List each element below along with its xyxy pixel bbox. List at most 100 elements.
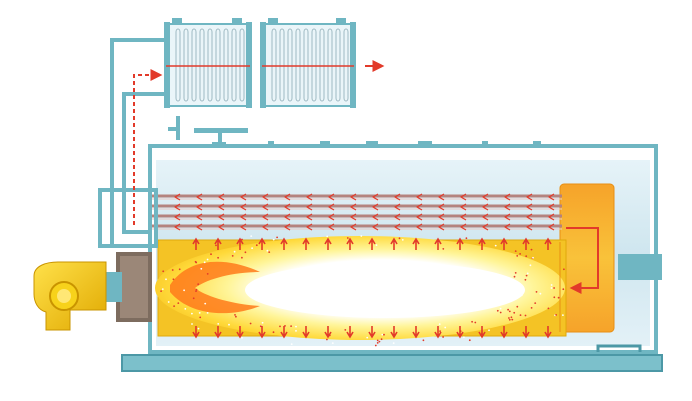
economizer-coil: [207, 28, 213, 102]
economizer-coil: [311, 28, 317, 102]
spark: [513, 275, 516, 278]
tube-flow-arrow: [283, 213, 291, 221]
economizer-lug: [232, 18, 242, 24]
spark: [442, 248, 445, 250]
spark: [496, 309, 499, 312]
spark: [508, 317, 510, 319]
tube-flow-arrow: [459, 213, 467, 221]
economizer-flange: [246, 22, 252, 108]
spark: [244, 251, 247, 254]
spark: [514, 250, 517, 253]
spark: [279, 325, 281, 328]
tube-flow-arrow: [349, 223, 357, 231]
tube-flow-arrow: [349, 203, 357, 211]
tube-flow-arrow: [173, 203, 181, 211]
spark: [562, 314, 564, 316]
spark: [508, 318, 511, 321]
spark: [217, 323, 220, 325]
tube-flow-arrow: [415, 223, 423, 231]
spark: [167, 301, 170, 303]
spark: [519, 253, 521, 255]
tube-flow-arrow: [261, 213, 269, 221]
tube-flow-arrow: [173, 193, 181, 201]
spark: [526, 272, 529, 275]
turning-chamber: [559, 183, 615, 333]
tube-flow-arrow: [195, 193, 203, 201]
spark: [494, 244, 497, 247]
tube-flow-arrow: [437, 213, 445, 221]
heat-arrow-up: [456, 237, 464, 250]
spark: [206, 312, 209, 314]
spark: [524, 278, 527, 281]
spark: [519, 314, 522, 316]
spark: [184, 308, 187, 310]
heat-arrow-down: [192, 326, 200, 339]
heat-arrow-down: [258, 326, 266, 339]
heat-arrow-up: [236, 237, 244, 250]
spark: [553, 287, 555, 289]
tube-flow-arrow: [525, 213, 533, 221]
spark: [195, 290, 197, 292]
tube-flow-arrow: [371, 223, 379, 231]
spark: [525, 255, 528, 258]
spark: [235, 315, 237, 318]
heat-arrow-down: [390, 326, 398, 339]
spark: [381, 333, 384, 336]
heat-arrow-up: [478, 237, 486, 250]
spark: [250, 235, 253, 238]
spark: [228, 323, 230, 326]
burner-icon: [33, 252, 152, 331]
economizer-flange: [260, 22, 266, 108]
tube-flow-arrow: [283, 223, 291, 231]
tube-flow-arrow: [261, 223, 269, 231]
spark: [439, 330, 441, 332]
economizer-flange: [164, 22, 170, 108]
spark: [510, 316, 513, 319]
economizer-coil: [199, 28, 205, 102]
heat-arrow-up: [302, 237, 310, 250]
spark: [204, 302, 207, 305]
spark: [203, 261, 206, 264]
spark: [471, 320, 473, 323]
tube-flow-arrow: [239, 203, 247, 211]
tube-flow-arrow: [327, 203, 335, 211]
spark: [562, 288, 565, 291]
spark: [177, 302, 180, 304]
heat-arrow-down: [324, 326, 332, 339]
heat-arrow-down: [236, 326, 244, 339]
economizer-coil: [223, 28, 229, 102]
heat-arrow-down: [280, 326, 288, 339]
spark: [516, 255, 519, 257]
tube-flow-arrow: [217, 223, 225, 231]
valve-icon: [168, 116, 248, 146]
spark: [555, 314, 557, 316]
spark: [241, 256, 243, 259]
heat-arrow-down: [368, 326, 376, 339]
spark: [366, 336, 369, 339]
spark: [206, 258, 209, 261]
tube-flow-arrow: [481, 193, 489, 201]
spark: [468, 339, 471, 342]
tube-flow-arrow: [525, 193, 533, 201]
spark: [162, 270, 165, 273]
tube-flow-arrow: [371, 193, 379, 201]
top-nozzles: [268, 141, 541, 147]
spark: [290, 325, 292, 327]
flue-duct: [110, 38, 168, 246]
heat-arrow-up: [324, 237, 332, 250]
tube-flow-arrow: [349, 193, 357, 201]
tube-flow-arrow: [481, 213, 489, 221]
spark: [474, 321, 477, 324]
spark: [532, 256, 534, 259]
economizer-coil: [287, 28, 293, 102]
spark: [553, 296, 556, 299]
tube-flow-arrow: [459, 193, 467, 201]
rear-outlet: [618, 254, 662, 280]
heat-arrow-down: [544, 326, 552, 339]
spark: [266, 249, 269, 252]
spark: [198, 312, 201, 314]
tube-flow-arrow: [393, 223, 401, 231]
heat-arrow-down: [434, 326, 442, 339]
tube-flow-arrow: [503, 213, 511, 221]
